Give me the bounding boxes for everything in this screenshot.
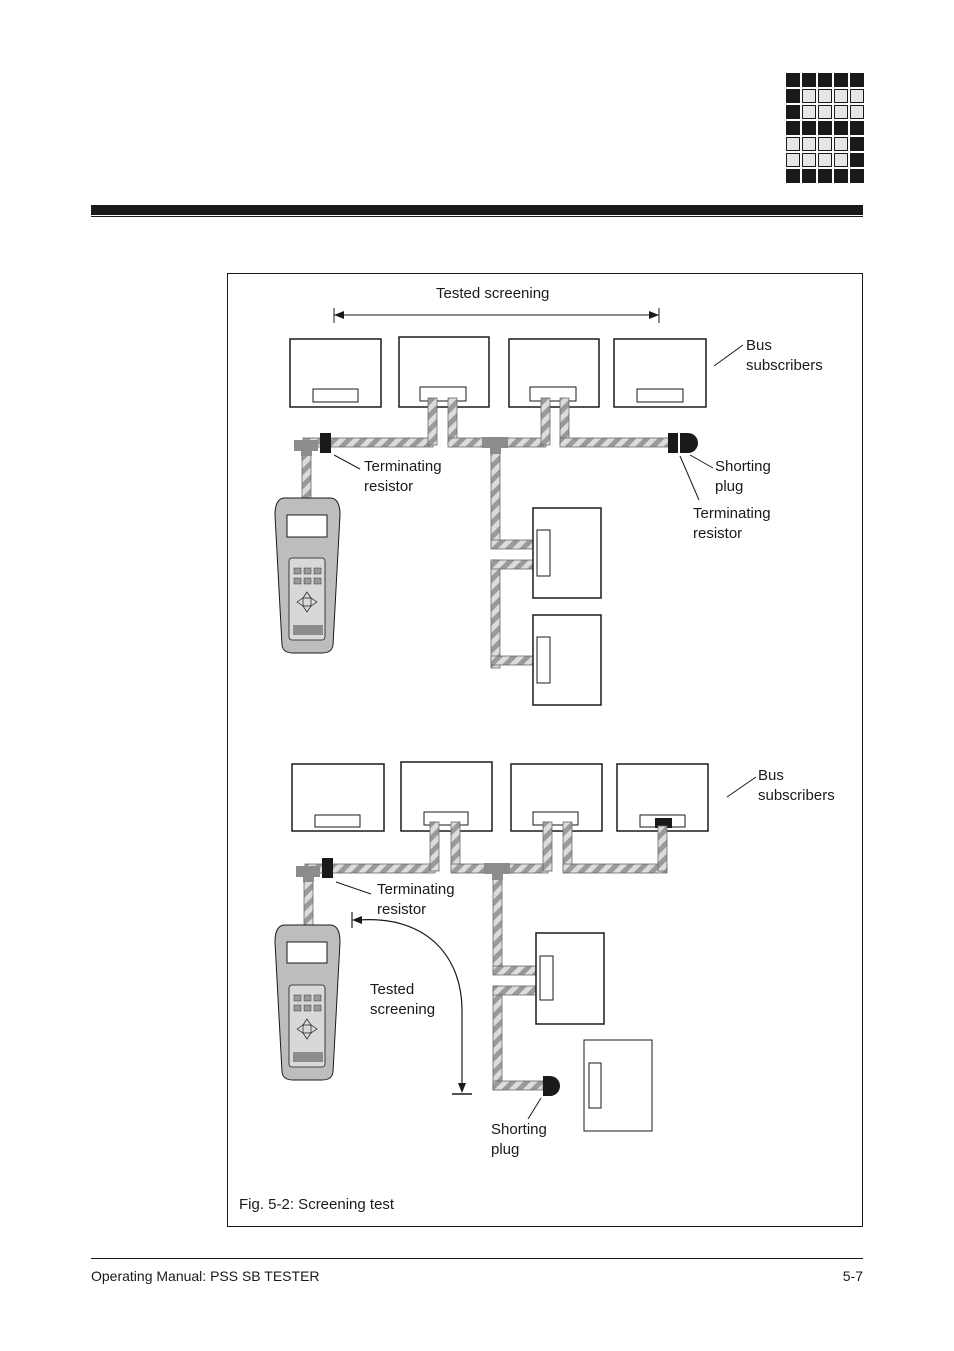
top-diagram	[274, 308, 744, 706]
shorting-plug-icon	[680, 433, 698, 453]
bus-subscriber-box	[532, 614, 602, 706]
tested-screening-label-bottom: Tested screening	[370, 981, 436, 1018]
bus-subscribers-label-top: Bus subscribers	[746, 337, 823, 374]
t-connector	[294, 437, 508, 456]
figure-frame	[227, 273, 863, 1227]
header-rule-thin	[91, 216, 863, 217]
footer-manual-title: Operating Manual: PSS SB TESTER	[91, 1268, 320, 1284]
bus-subscriber-box	[508, 338, 600, 408]
t-connector	[296, 863, 510, 882]
terminating-resistor-icon	[668, 433, 678, 453]
bus-subscriber-box	[583, 1039, 653, 1132]
tested-screening-label-top: Tested screening	[436, 285, 550, 302]
bus-subscriber-box	[616, 763, 709, 832]
terminating-resistor-label-bottom: Terminating resistor	[377, 881, 455, 918]
bus-subscriber-box	[613, 338, 707, 408]
bottom-diagram	[274, 761, 757, 1132]
header-rule-thick	[91, 205, 863, 215]
bus-subscriber-box	[532, 507, 602, 599]
figure-caption: Fig. 5-2: Screening test	[239, 1196, 395, 1213]
bus-subscriber-box	[400, 761, 493, 832]
handheld-tester-icon	[274, 497, 341, 654]
terminating-resistor-label-right: Terminating resistor	[693, 505, 771, 542]
shorting-plug-icon	[543, 1076, 560, 1096]
terminating-resistor-label-left: Terminating resistor	[364, 458, 442, 495]
handheld-tester-icon	[274, 924, 341, 1081]
shorting-plug-label-bottom: Shorting plug	[491, 1121, 547, 1158]
terminating-resistor-icon	[322, 858, 333, 878]
bus-subscribers-label-bottom: Bus subscribers	[758, 767, 835, 804]
shorting-plug-label-top: Shorting plug	[715, 458, 771, 495]
bus-subscriber-box	[289, 338, 382, 408]
footer-rule	[91, 1258, 863, 1259]
manual-logo-grid	[786, 73, 864, 183]
footer-page-number: 5-7	[842, 1268, 863, 1284]
bus-subscriber-box	[535, 932, 605, 1025]
bus-subscriber-box	[398, 336, 490, 408]
terminating-resistor-icon	[320, 433, 331, 453]
bus-subscriber-box	[291, 763, 385, 832]
bus-subscriber-box	[510, 763, 603, 832]
